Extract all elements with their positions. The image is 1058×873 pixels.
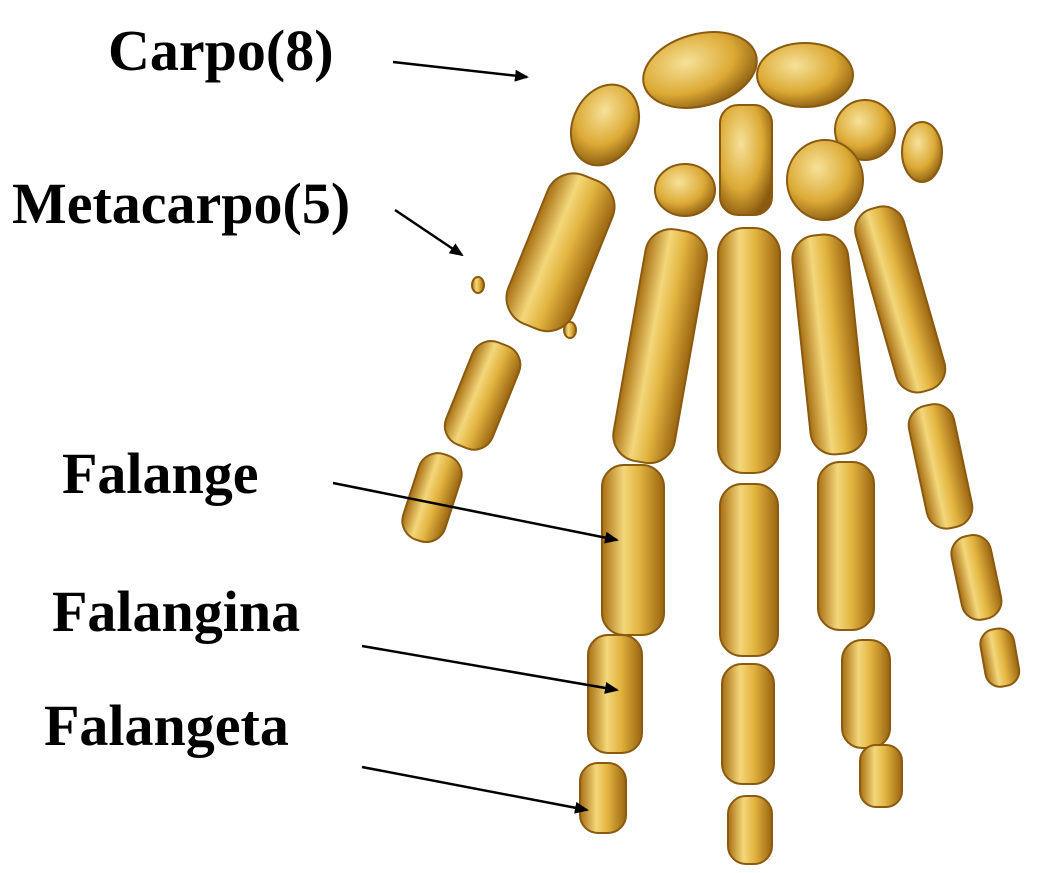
carpal-bone: [787, 140, 863, 220]
index-metacarpal: [609, 225, 711, 467]
carpal-bone: [558, 73, 652, 176]
thumb-proximal-phalanx: [439, 335, 527, 456]
metacarpo-arrow: [395, 210, 462, 255]
falange-arrow: [333, 483, 617, 540]
thumb-metacarpal: [498, 165, 623, 340]
ring-distal-phalanx: [860, 745, 902, 807]
falange-label: Falange: [62, 445, 259, 503]
little-proximal-phalanx: [905, 400, 976, 532]
index-finger-bones: [580, 225, 711, 833]
ring-metacarpal: [790, 232, 869, 457]
middle-proximal-phalanx: [720, 484, 778, 656]
middle-finger-bones: [718, 228, 780, 864]
middle-distal-phalanx: [728, 796, 772, 864]
little-finger-bones: [850, 201, 1022, 689]
middle-metacarpal: [718, 228, 780, 473]
index-middle-phalanx: [588, 635, 642, 753]
carpal-bone: [757, 43, 853, 107]
sesamoid-bone: [472, 277, 484, 293]
sesamoid-bone: [564, 322, 576, 338]
thumb-bones: [397, 165, 623, 547]
ring-middle-phalanx: [842, 640, 890, 748]
carpal-bones: [558, 20, 942, 220]
falangeta-label: Falangeta: [44, 697, 289, 755]
ring-proximal-phalanx: [818, 462, 874, 630]
falangina-arrow: [362, 646, 617, 690]
middle-middle-phalanx: [722, 664, 774, 784]
metacarpo-label: Metacarpo(5): [12, 175, 350, 233]
carpal-bone: [902, 122, 942, 182]
index-distal-phalanx: [580, 763, 626, 833]
carpo-label: Carpo(8): [108, 22, 334, 80]
carpo-arrow: [393, 62, 527, 77]
falangina-label: Falangina: [52, 583, 300, 641]
carpal-bone: [655, 164, 715, 216]
little-metacarpal: [850, 201, 950, 397]
falangeta-arrow: [362, 767, 587, 810]
little-distal-phalanx: [978, 626, 1022, 689]
carpal-bone: [720, 105, 772, 215]
index-proximal-phalanx: [602, 465, 664, 635]
little-middle-phalanx: [948, 532, 1005, 623]
